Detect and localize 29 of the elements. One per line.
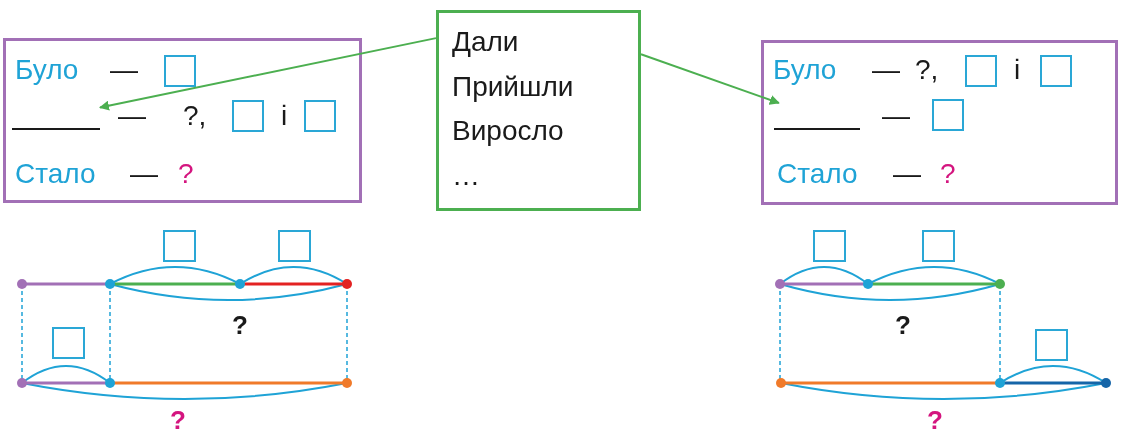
question-mark: ? (232, 310, 248, 340)
task-text: — (118, 100, 146, 132)
task-text: Дали (452, 26, 519, 58)
task-text: і (281, 100, 288, 132)
task-text: і (1014, 54, 1021, 86)
word-list-card (436, 10, 641, 211)
arrow (640, 53, 780, 105)
task-text: — (882, 100, 910, 132)
task-text: ?, (183, 100, 207, 132)
row-label: Було (15, 54, 79, 86)
task-card (761, 40, 1118, 205)
row-label: Стало (15, 158, 96, 190)
task-text: — (130, 158, 158, 190)
question-mark: ? (170, 405, 186, 435)
task-text: — (872, 54, 900, 86)
question-mark: ? (895, 310, 911, 340)
question-mark: ? (940, 158, 956, 190)
task-text: Прийшли (452, 71, 574, 103)
task-card (3, 38, 362, 203)
task-text: ?, (915, 54, 939, 86)
task-text: Виросло (452, 115, 564, 147)
arrow (99, 37, 437, 111)
task-text: — (110, 54, 138, 86)
task-text: — (893, 158, 921, 190)
row-label: Було (773, 54, 837, 86)
row-label: Стало (777, 158, 858, 190)
question-mark: ? (178, 158, 194, 190)
task-text: … (452, 160, 480, 192)
question-mark: ? (927, 405, 943, 435)
